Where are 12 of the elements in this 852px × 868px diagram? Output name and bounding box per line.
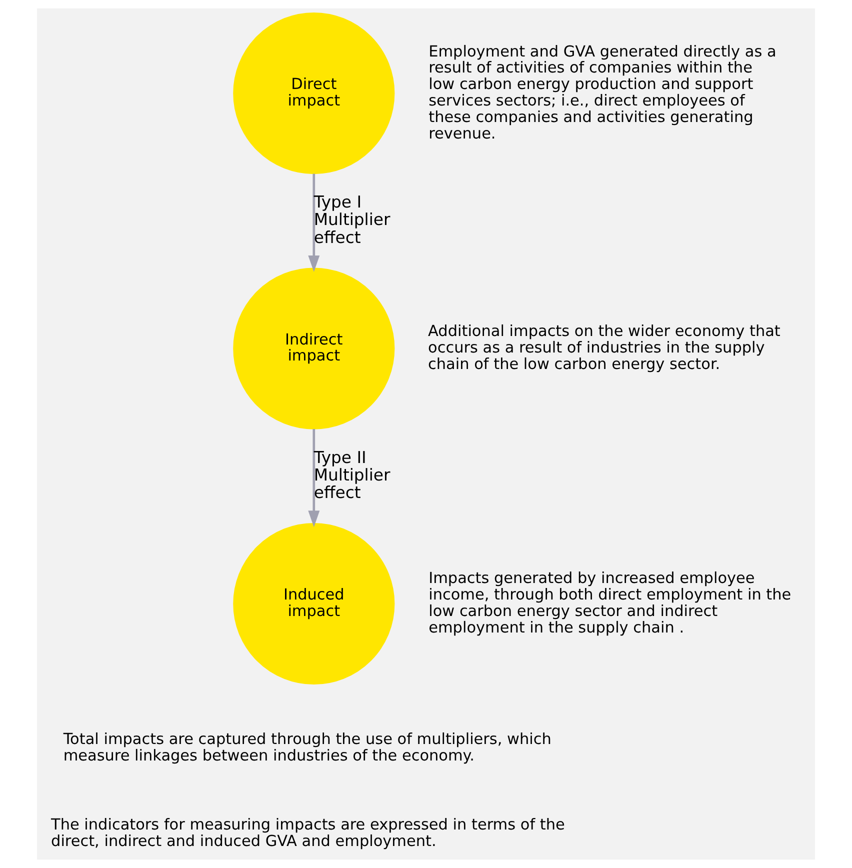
- node-label: Additional impacts on the wider economy that occurs as a result of industries in the supply chain of the low carbon energy sector.: [428, 322, 780, 373]
- node-circle: Direct impact: [233, 12, 395, 174]
- node-label: Employment and GVA generated directly as a result of activities of companies within the low carbon energy production and support services sectors; i.e., direct employees of these companies and activities generating revenue.: [428, 42, 776, 142]
- node-label: Impacts generated by increased employee income, through both direct employment in the low carbon energy sector and indirect employment in the supply chain .: [428, 569, 792, 636]
- label: The indicators for measuring impacts are expressed in terms of the direct, indirect and induced GVA and employment.: [51, 816, 565, 850]
- node-circle: Induced impact: [233, 522, 395, 685]
- edge-label: Type I Multiplier effect: [314, 192, 390, 247]
- node-circle: Indirect impact: [233, 268, 395, 430]
- arrow: [308, 174, 320, 272]
- arrow: [308, 429, 320, 528]
- label: Total impacts are captured through the use of multipliers, which measure linkages between industries of the economy.: [63, 730, 552, 765]
- edge-label: Type II Multiplier effect: [314, 448, 390, 502]
